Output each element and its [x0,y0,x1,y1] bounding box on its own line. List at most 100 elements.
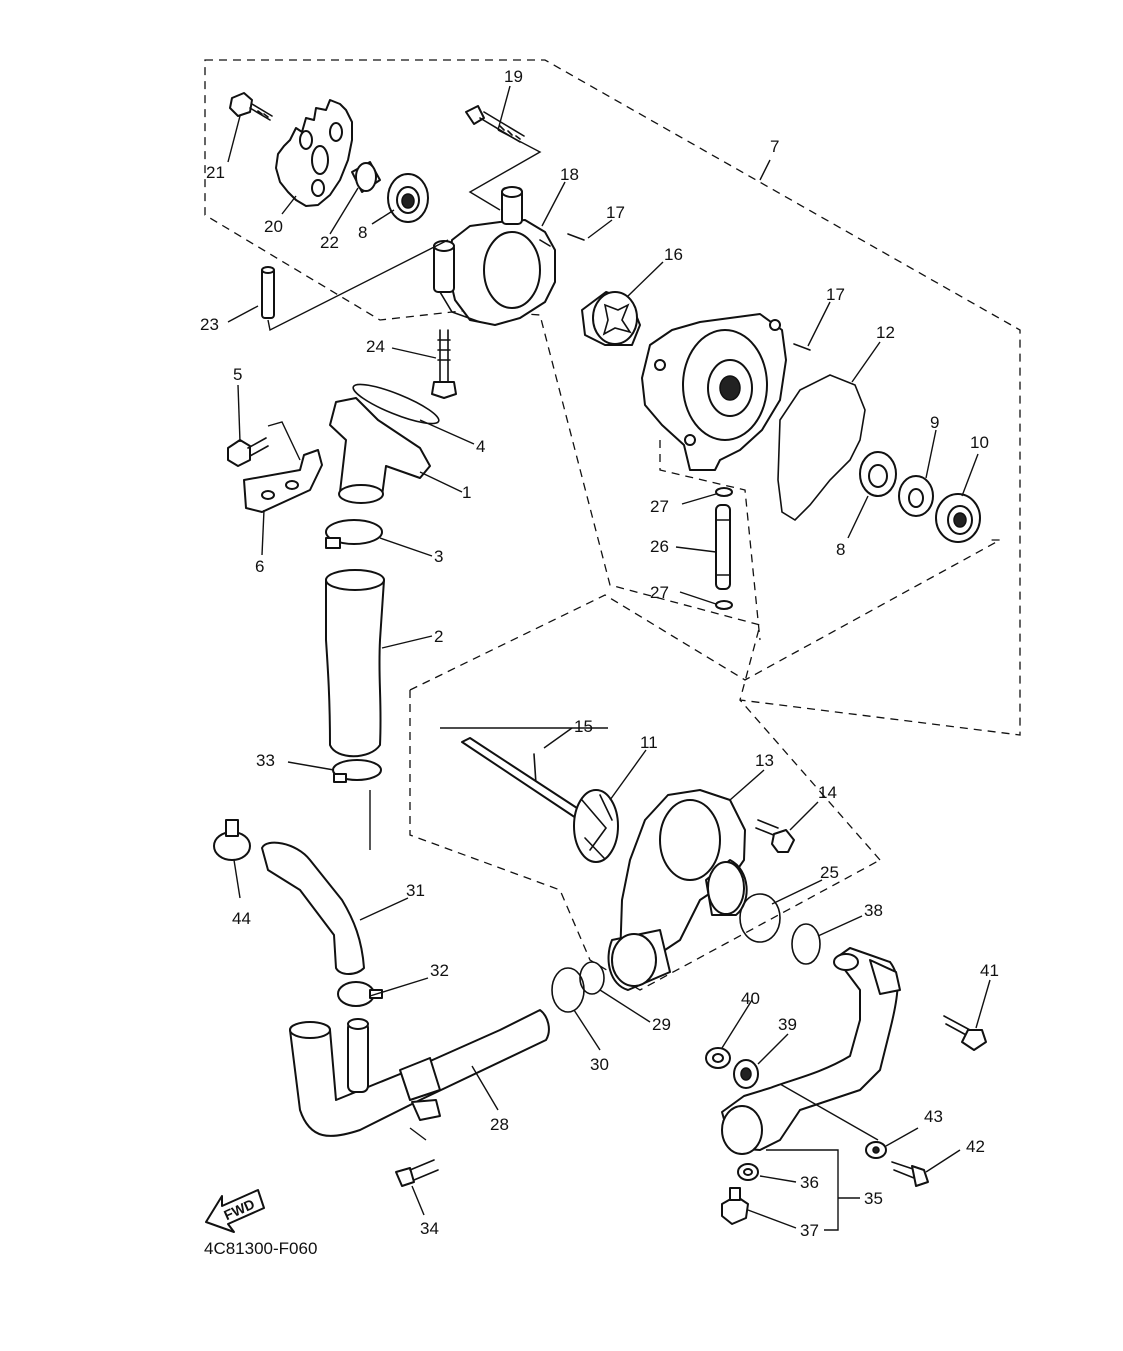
assembly-outline-upper [204,59,1021,736]
callout-3: 3 [434,547,443,566]
callout-44: 44 [232,909,251,928]
pin-17-lower [793,343,811,351]
callout-19: 19 [504,67,523,86]
bearing-8-lower [859,451,897,497]
hose-2 [325,569,385,758]
drain-bolt-37 [721,1187,749,1225]
gasket-12 [777,374,866,522]
callout-numbers: 19 7 21 20 22 8 18 17 16 17 12 23 24 5 4… [200,67,999,1240]
callout-27-upper: 27 [650,497,669,516]
callout-35: 35 [864,1189,883,1208]
callout-10: 10 [970,433,989,452]
impeller-11 [573,789,619,863]
callout-18: 18 [560,165,579,184]
callout-1: 1 [462,483,471,502]
callout-41: 41 [980,961,999,980]
callout-28: 28 [490,1115,509,1134]
callout-15: 15 [574,717,593,736]
callout-27-lower: 27 [650,583,669,602]
callout-26: 26 [650,537,669,556]
callout-14: 14 [818,783,837,802]
pump-body-13 [607,789,748,991]
washer-43 [865,1141,887,1159]
callout-8-upper: 8 [358,223,367,242]
callout-17-lower: 17 [826,285,845,304]
washer-40 [705,1047,731,1069]
callout-22: 22 [320,233,339,252]
washer-9 [898,475,934,517]
bracket-6 [243,449,323,513]
gasket-36 [737,1163,759,1181]
callout-30: 30 [590,1055,609,1074]
outlet-pipe-35 [721,947,901,1155]
collar-22 [351,161,381,193]
o-ring-38 [791,923,821,965]
pin-15 [533,753,537,785]
grommet-39 [733,1059,759,1089]
assembly-outline-lower [409,539,1001,991]
callout-23: 23 [200,315,219,334]
callout-21: 21 [206,163,225,182]
bearing-8-upper [387,173,429,223]
callout-2: 2 [434,627,443,646]
callout-16: 16 [664,245,683,264]
callout-4: 4 [476,437,485,456]
bolt-5 [227,437,269,467]
hose-31 [261,841,365,975]
callout-20: 20 [264,217,283,236]
pump-housing-18 [433,186,556,326]
callout-7: 7 [770,137,779,156]
callout-43: 43 [924,1107,943,1126]
o-ring-29 [579,961,605,995]
callout-24: 24 [366,337,385,356]
callout-33: 33 [256,751,275,770]
callout-42: 42 [966,1137,985,1156]
bolt-21 [229,92,273,121]
callout-40: 40 [741,989,760,1008]
impeller-shaft [461,737,581,819]
hose-clamp-44 [213,819,251,861]
callout-39: 39 [778,1015,797,1034]
bolt-14 [755,819,795,853]
diagram-reference-code: 4C81300-F060 [204,1239,317,1258]
bolt-24 [431,329,457,399]
water-pipe-28 [289,1009,550,1137]
rotor-16 [581,291,641,346]
forward-direction-arrow: FWD [205,1189,265,1233]
callout-9: 9 [930,413,939,432]
o-ring-27-upper [715,487,733,497]
dowel-pin-23 [261,266,275,319]
callout-32: 32 [430,961,449,980]
o-ring-30 [551,967,585,1013]
callout-25: 25 [820,863,839,882]
callout-38: 38 [864,901,883,920]
bolt-34 [395,1159,439,1187]
o-ring-27-lower [715,600,733,610]
callout-37: 37 [800,1221,819,1240]
seal-10 [935,493,981,543]
callout-5: 5 [233,365,242,384]
callout-34: 34 [420,1219,439,1238]
inlet-elbow-1 [329,397,431,504]
callout-29: 29 [652,1015,671,1034]
hose-clamp-33 [332,759,382,783]
callout-36: 36 [800,1173,819,1192]
pipe-26 [715,504,731,590]
bolt-42 [891,1161,929,1187]
bolt-19 [465,105,525,143]
sprocket-20 [275,99,353,207]
callout-31: 31 [406,881,425,900]
callout-12: 12 [876,323,895,342]
callout-17-upper: 17 [606,203,625,222]
o-ring-25 [739,893,781,943]
callout-11: 11 [640,733,658,752]
pump-cover [641,313,787,471]
callout-8-lower: 8 [836,540,845,559]
hose-clamp-3 [325,519,383,549]
callout-6: 6 [255,557,264,576]
leader-lines [227,85,991,1231]
o-ring-4 [352,383,440,425]
bolt-41 [943,1015,987,1051]
pin-17-upper [567,233,585,241]
